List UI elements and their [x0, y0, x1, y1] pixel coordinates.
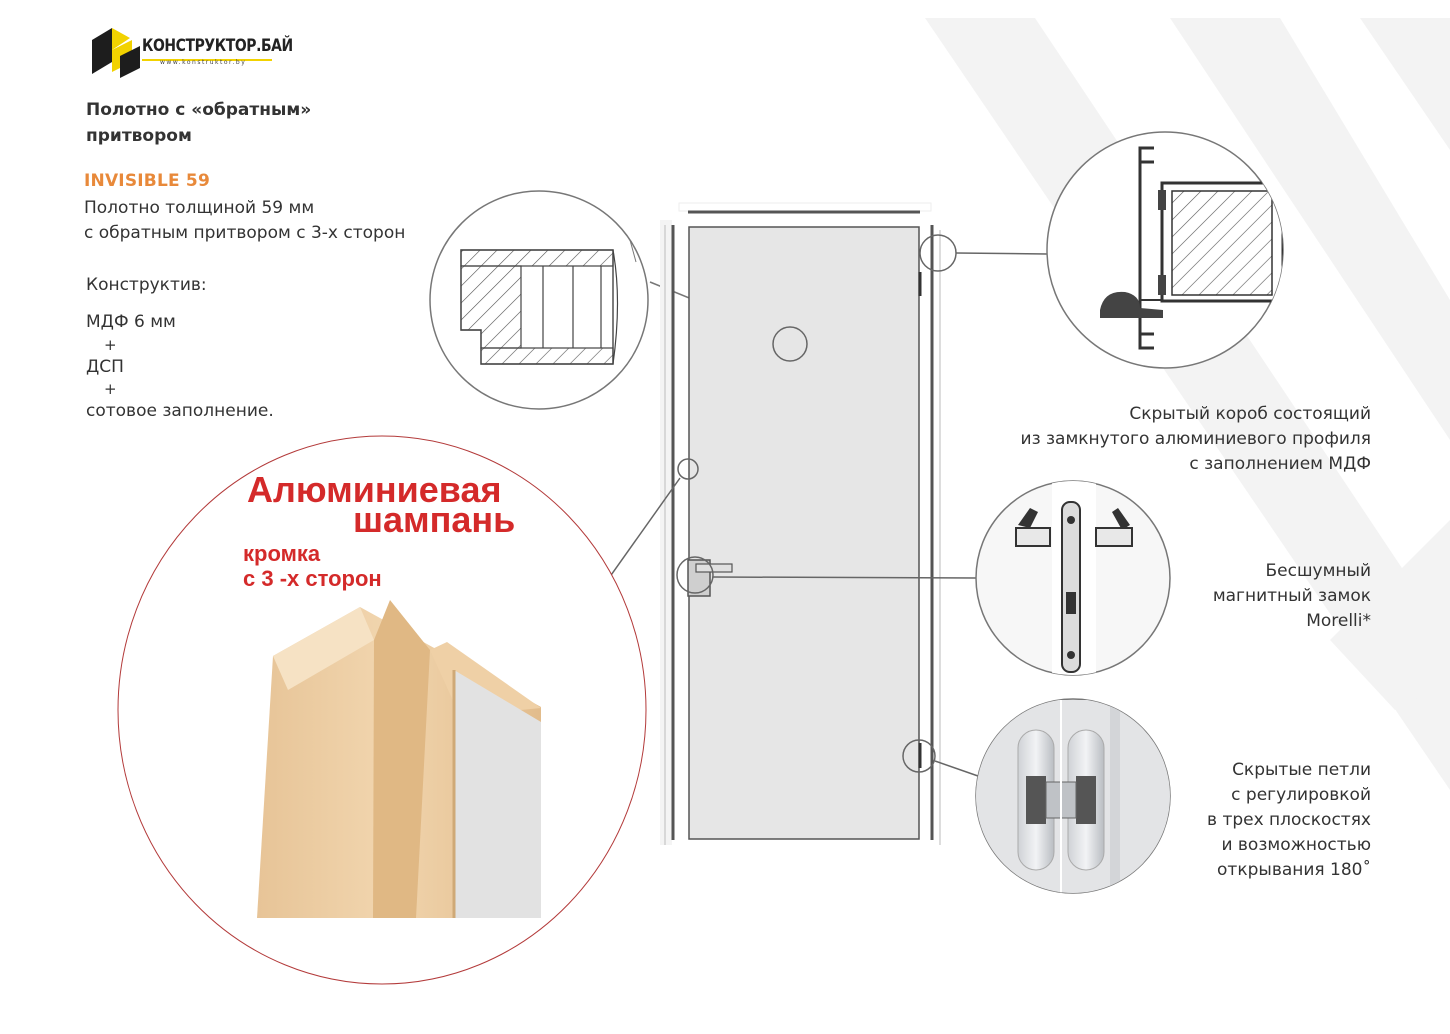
- model-desc-line-2: с обратным притвором с 3-х сторон: [84, 223, 406, 243]
- construction-plus-1: +: [104, 336, 117, 354]
- caption-hinges-line-5: открывания 180˚: [1217, 860, 1371, 880]
- door: [660, 202, 941, 845]
- hidden-box-detail: [1046, 131, 1284, 369]
- logo-icon: [92, 28, 272, 78]
- caption-hinges-line-3: в трех плоскостях: [1207, 810, 1371, 830]
- aluminium-edge-detail: [117, 435, 647, 985]
- caption-lock-line-1: Бесшумный: [1265, 561, 1372, 581]
- construction-title: Конструктив:: [86, 275, 207, 295]
- caption-lock-line-2: магнитный замок: [1212, 586, 1371, 606]
- model-name: INVISIBLE 59: [84, 171, 210, 191]
- door-callouts: [676, 234, 957, 773]
- caption-hinges: Скрытые петли с регулировкой в трех плос…: [1207, 758, 1371, 883]
- logo-brand: КОНСТРУКТОР.БАЙ: [142, 36, 293, 56]
- caption-lock: Бесшумный магнитный замок Morelli*: [1213, 559, 1371, 634]
- construction-layer-mdf: МДФ 6 мм: [86, 312, 176, 332]
- model-description: Полотно толщиной 59 мм с обратным притво…: [84, 196, 405, 246]
- caption-box-line-2: из замкнутого алюминиевого профиля: [1020, 429, 1371, 449]
- construction-plus-2: +: [104, 380, 117, 398]
- caption-hidden-box: Скрытый короб состоящий из замкнутого ал…: [1021, 402, 1371, 477]
- caption-lock-line-3: Morelli*: [1306, 611, 1371, 631]
- hinges-detail: [975, 698, 1171, 894]
- page-heading: Полотно с «обратным» притвором: [86, 97, 311, 149]
- heading-line-2: притвором: [86, 126, 192, 146]
- heading-line-1: Полотно с «обратным»: [86, 100, 312, 120]
- construction-layer-honeycomb: сотовое заполнение.: [86, 401, 274, 421]
- edge-sub-2: с 3 -х сторон: [243, 566, 382, 591]
- edge-sub-1: кромка: [243, 541, 321, 566]
- caption-hinges-line-4: и возможностью: [1221, 835, 1371, 855]
- logo-site: www.konstruktor.by: [160, 59, 247, 66]
- caption-hinges-line-1: Скрытые петли: [1232, 760, 1371, 780]
- model-desc-line-1: Полотно толщиной 59 мм: [84, 198, 315, 218]
- caption-box-line-1: Скрытый короб состоящий: [1129, 404, 1371, 424]
- caption-hinges-line-2: с регулировкой: [1231, 785, 1371, 805]
- construction-layer-dsp: ДСП: [86, 357, 124, 377]
- edge-title-2: шампань: [353, 499, 516, 540]
- profile-detail: [429, 190, 649, 410]
- edge-title-1: Алюминиевая: [247, 469, 502, 510]
- lock-detail: [975, 480, 1171, 676]
- caption-box-line-3: с заполнением МДФ: [1189, 454, 1371, 474]
